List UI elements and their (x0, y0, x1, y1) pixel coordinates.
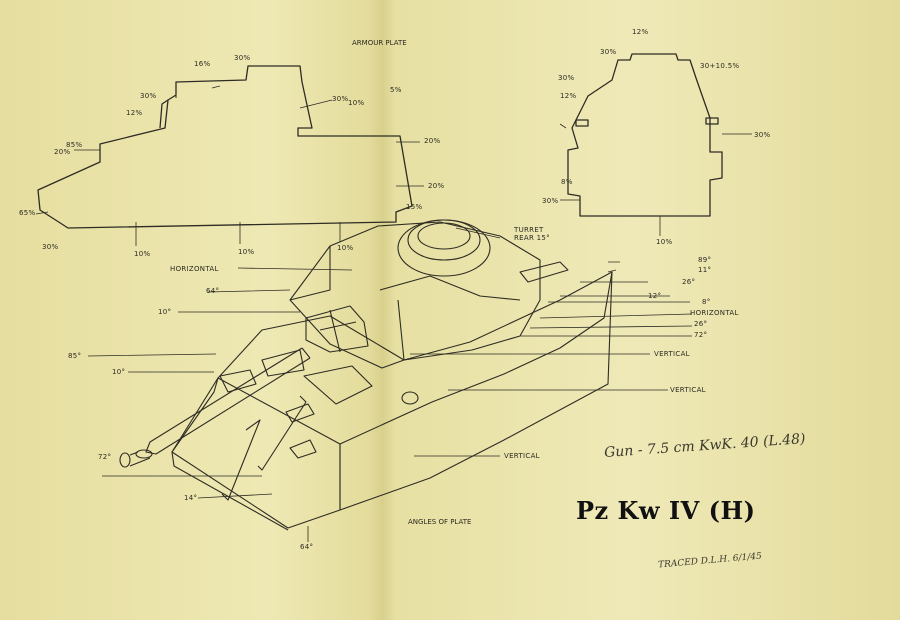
leader-lines (35, 85, 752, 542)
hull-label: 16% (194, 60, 211, 68)
angle-label: 26° (682, 278, 696, 286)
hull-label: 20% (424, 137, 441, 145)
hull-label: 30% (332, 95, 349, 103)
turret-label: 30+10.5% (700, 62, 740, 70)
hull-label: 30% (42, 243, 59, 251)
gun-barrel (145, 347, 311, 455)
angle-label: TURRET REAR 15° (514, 226, 550, 242)
turret-label: 8% (561, 178, 573, 186)
angle-label: 26° (694, 320, 708, 328)
angles-caption: ANGLES OF PLATE (408, 518, 471, 526)
page-title: Pz Kw IV (H) (576, 496, 756, 525)
angle-label: 12° (648, 292, 662, 300)
angle-label: VERTICAL (654, 350, 690, 358)
muzzle-brake (135, 449, 153, 459)
hull-label: 10% (134, 250, 151, 258)
turret-label: 30% (558, 74, 575, 82)
angle-label: 85° (68, 352, 82, 360)
hull-label: 5% (390, 86, 402, 94)
turret-label: 10% (656, 238, 673, 246)
turret-label: 12% (560, 92, 577, 100)
commander-cupola (397, 219, 491, 277)
angle-label: 72° (98, 453, 112, 461)
angle-label: 10° (158, 308, 172, 316)
angle-label: 64° (206, 287, 220, 295)
angle-label: 89° (698, 256, 712, 264)
hull-label: 12% (126, 109, 143, 117)
hull-side (339, 271, 613, 511)
angle-label: HORIZONTAL (170, 265, 219, 273)
turret-section-outline (567, 53, 723, 217)
angle-label: 14° (184, 494, 198, 502)
hull-label: 30% (140, 92, 157, 100)
turret-body (289, 221, 541, 369)
hull-label: 20% (54, 148, 71, 156)
mantlet (305, 305, 369, 353)
tank-isometric (119, 219, 613, 531)
hull-label: 85% (66, 141, 83, 149)
hull-label: 10% (348, 99, 365, 107)
angle-label: VERTICAL (504, 452, 540, 460)
hull-label: 10% (238, 248, 255, 256)
angle-label: HORIZONTAL (690, 309, 739, 317)
angle-label: 10° (112, 368, 126, 376)
hull-front (171, 377, 341, 529)
hull-label: 30% (234, 54, 251, 62)
angle-label: 11° (698, 266, 712, 274)
turret-label: 30% (542, 197, 559, 205)
hull-header: ARMOUR PLATE (352, 39, 407, 47)
annotation-texts: ARMOUR PLATE ANGLES OF PLATE (352, 39, 471, 526)
hull-label: 15% (406, 203, 423, 211)
hull-label: 10% (337, 244, 354, 252)
turret-label: 12% (632, 28, 649, 36)
turret-label: 30% (600, 48, 617, 56)
hull-label: 65% (19, 209, 36, 217)
hull-label: 20% (428, 182, 445, 190)
hull-top (217, 271, 613, 445)
angle-label: 64° (300, 543, 314, 551)
turret-label: 30% (754, 131, 771, 139)
angle-label: 8° (702, 298, 711, 306)
angle-label: VERTICAL (670, 386, 706, 394)
hull-side-outline (37, 65, 413, 229)
angle-label: 72° (694, 331, 708, 339)
